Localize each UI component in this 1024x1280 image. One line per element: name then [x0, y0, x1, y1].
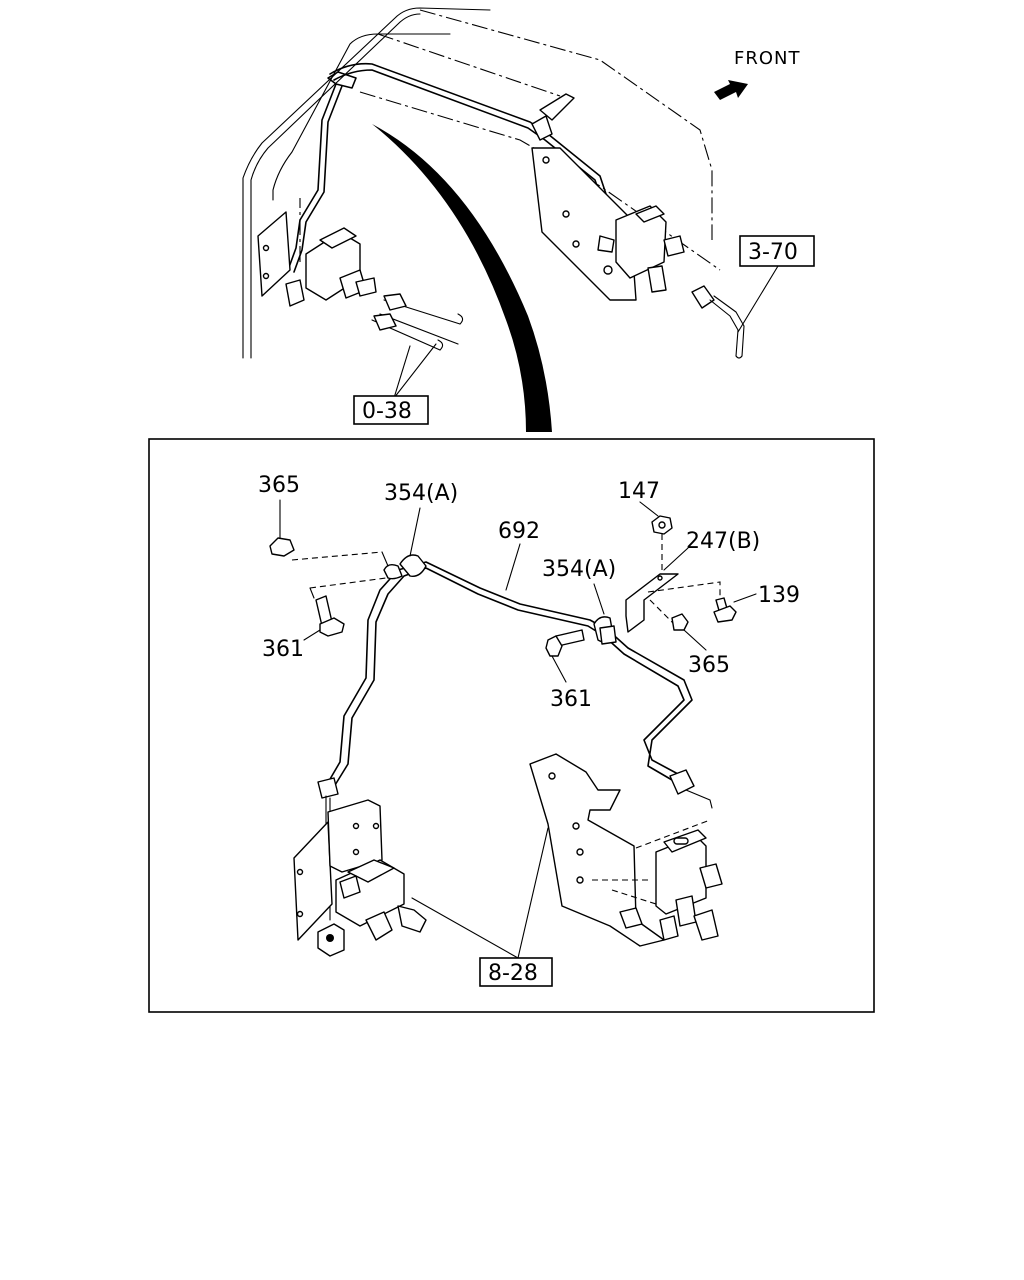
callout-354a-mid: 354(A) — [542, 557, 616, 615]
callout-361-left-label: 361 — [262, 637, 304, 662]
reference-0-38-label: 0-38 — [362, 399, 412, 424]
reference-8-28: 8-28 — [411, 827, 553, 987]
detail-assembly — [269, 515, 737, 957]
callout-365-left: 365 — [258, 473, 300, 539]
callout-692-label: 692 — [498, 519, 540, 544]
callout-354a-top: 354(A) — [384, 481, 458, 557]
callout-361-mid-label: 361 — [550, 687, 592, 712]
detail-indicator-arrow — [372, 124, 552, 432]
callout-365-right: 365 — [683, 629, 730, 678]
cab-frame-overview — [242, 7, 745, 359]
callout-147: 147 — [618, 479, 660, 517]
callout-247b: 247(B) — [663, 529, 760, 571]
callout-692: 692 — [498, 519, 540, 591]
reference-3-70: 3-70 — [737, 235, 815, 333]
callout-147-label: 147 — [618, 479, 660, 504]
callout-247b-label: 247(B) — [686, 529, 760, 554]
reference-3-70-label: 3-70 — [748, 240, 798, 265]
callout-139-label: 139 — [758, 583, 800, 608]
front-arrow-icon — [714, 80, 748, 100]
callout-139: 139 — [733, 583, 800, 608]
callout-365-left-label: 365 — [258, 473, 300, 498]
detail-frame — [148, 438, 875, 1013]
callout-361-mid: 361 — [550, 655, 592, 712]
callout-365-right-label: 365 — [688, 653, 730, 678]
front-label: FRONT — [734, 48, 801, 69]
reference-8-28-label: 8-28 — [488, 961, 538, 986]
callout-361-left: 361 — [262, 629, 321, 662]
callout-354a-top-label: 354(A) — [384, 481, 458, 506]
callout-354a-mid-label: 354(A) — [542, 557, 616, 582]
reference-0-38: 0-38 — [353, 343, 437, 425]
